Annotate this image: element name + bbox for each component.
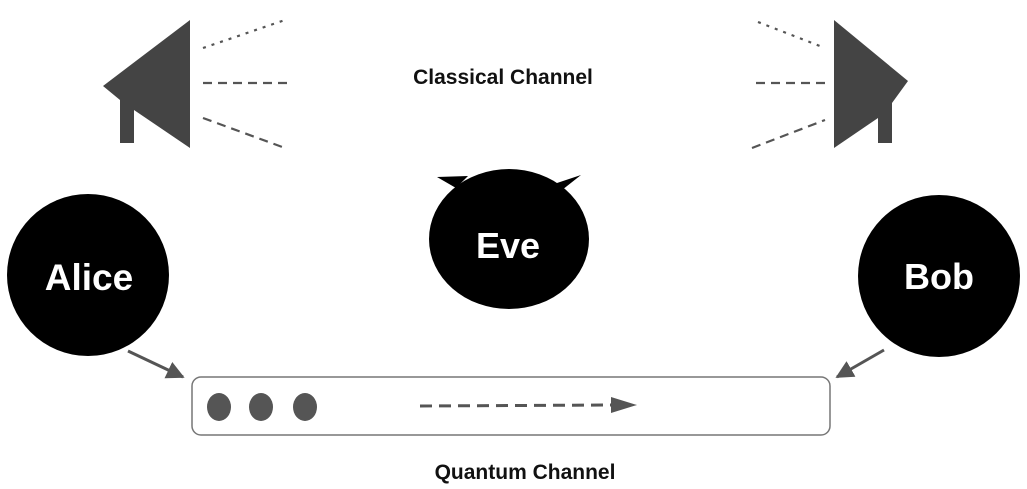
alice-to-channel-arrow <box>127 349 185 379</box>
eve-label: Eve <box>476 225 540 266</box>
photon-dot-icon <box>207 393 231 421</box>
alice-sound-waves <box>202 18 290 150</box>
quantum-channel-pipe <box>191 376 831 436</box>
photon-direction-line <box>419 403 613 408</box>
photon-dot-icon <box>249 393 273 421</box>
eve-node: Eve <box>429 169 589 309</box>
bob-wave-bottom <box>751 118 826 150</box>
bob-to-channel-arrow <box>835 348 885 379</box>
bob-label: Bob <box>904 256 974 297</box>
bob-sound-waves <box>751 20 826 150</box>
classical-channel-label: Classical Channel <box>413 66 593 89</box>
photon-direction-arrow <box>419 397 637 413</box>
alice-circle <box>7 194 169 356</box>
photon-stream <box>207 393 317 421</box>
quantum-channel-label: Quantum Channel <box>435 461 616 484</box>
bob-wave-top <box>757 20 826 50</box>
bob-node: Bob <box>858 195 1020 357</box>
alice-node: Alice <box>7 194 169 356</box>
alice-wave-bottom <box>202 116 286 150</box>
alice-wave-top <box>202 18 286 50</box>
eve-left-horn-icon <box>437 176 468 188</box>
bob-megaphone-icon <box>834 20 908 148</box>
alice-label: Alice <box>45 257 133 298</box>
photon-direction-arrowhead <box>611 397 637 413</box>
bob-circle <box>858 195 1020 357</box>
eve-circle <box>429 169 589 309</box>
photon-dot-icon <box>293 393 317 421</box>
alice-megaphone-icon <box>103 20 190 148</box>
